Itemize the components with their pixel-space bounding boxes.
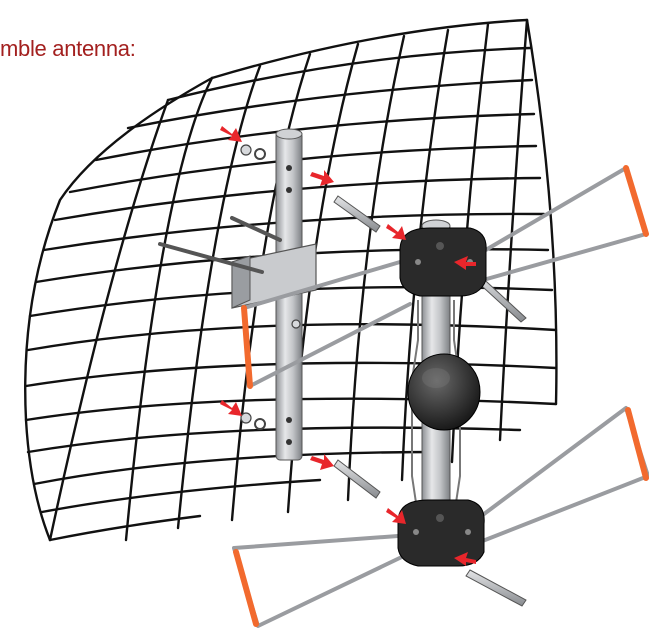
reflector-grid — [24, 18, 558, 542]
spacer-bolts — [333, 195, 527, 607]
balun — [407, 353, 481, 431]
upper-bowtie-element — [241, 165, 649, 389]
red-arrow-icon — [220, 126, 476, 566]
lower-bowtie-element — [232, 406, 649, 628]
assembly-caption: mble antenna: — [0, 36, 136, 61]
nut-washer-icon — [240, 144, 301, 430]
mast-bracket — [158, 216, 317, 309]
lower-bracket — [397, 499, 485, 567]
